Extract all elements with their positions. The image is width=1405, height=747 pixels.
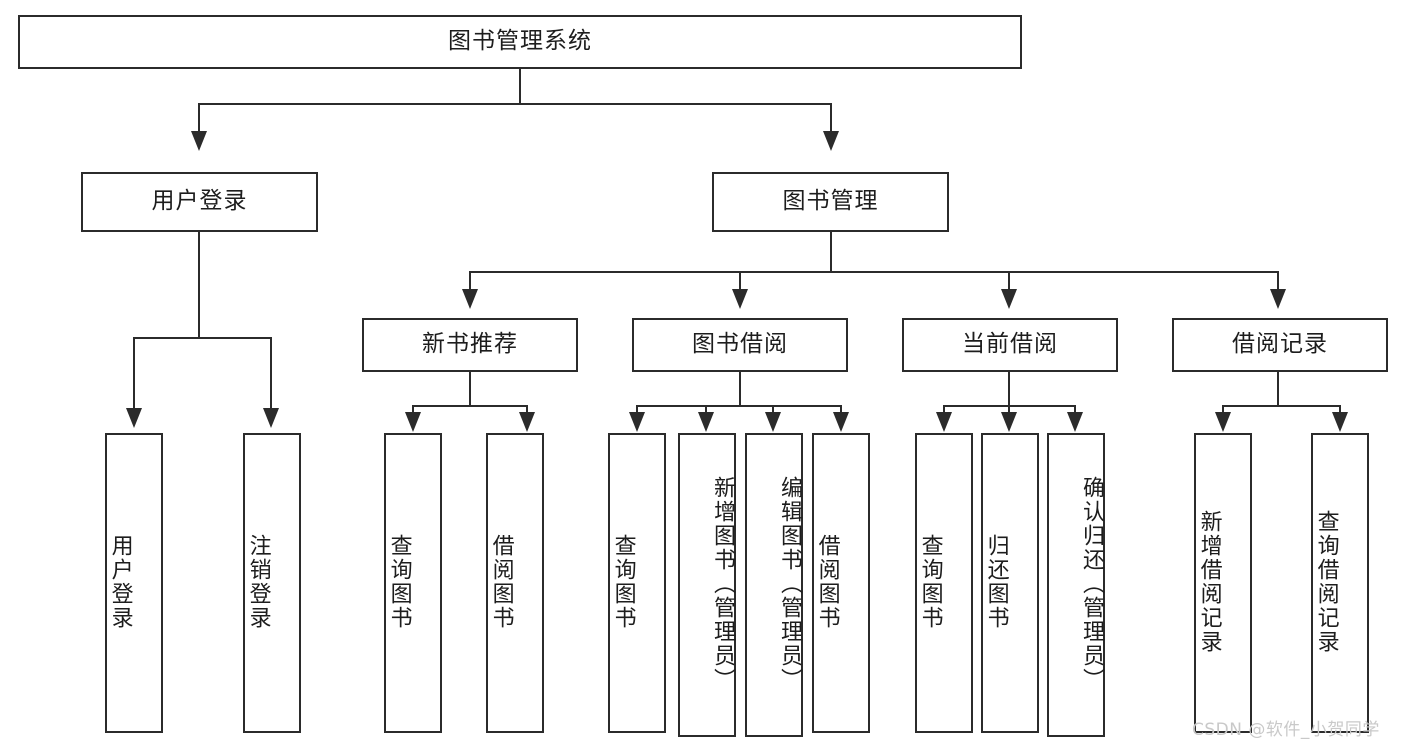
node-root-system[interactable]: 图书管理系统	[18, 15, 1022, 69]
arrow-to-leaf-user-login	[126, 408, 142, 428]
arrow-to-leaf-query-book-3	[936, 412, 952, 432]
arrow-to-leaf-query-book-2	[629, 412, 645, 432]
connector-borrow-record-bus	[1222, 405, 1341, 407]
connector-new-book-stem	[469, 372, 471, 406]
connector-book-borrow-drop-2	[705, 405, 707, 415]
arrow-to-leaf-borrow-book-1	[519, 412, 535, 432]
leaf-borrow-book-2[interactable]: 借阅图书	[812, 433, 870, 733]
connector-borrow-record-stem	[1277, 372, 1279, 406]
node-book-borrow[interactable]: 图书借阅	[632, 318, 848, 372]
leaf-edit-book[interactable]: 编辑图书（管理员）	[745, 433, 803, 737]
node-book-management[interactable]: 图书管理	[712, 172, 949, 232]
connector-book-borrow-drop-1	[636, 405, 638, 415]
leaf-query-book-2-label: 查询图书	[610, 534, 636, 630]
arrow-to-leaf-query-book-1	[405, 412, 421, 432]
leaf-query-book-3[interactable]: 查询图书	[915, 433, 973, 733]
arrow-to-user-login	[191, 131, 207, 151]
connector-level2-bus	[198, 103, 832, 105]
connector-user-login-drop-1	[133, 337, 135, 409]
leaf-query-book-3-label: 查询图书	[917, 534, 943, 630]
connector-level2-drop-user-login	[198, 103, 200, 133]
connector-root-stem	[519, 69, 521, 104]
node-borrow-record[interactable]: 借阅记录	[1172, 318, 1388, 372]
connector-book-borrow-drop-4	[840, 405, 842, 415]
connector-book-borrow-stem	[739, 372, 741, 406]
arrow-to-leaf-confirm-return	[1067, 412, 1083, 432]
leaf-user-login[interactable]: 用户登录	[105, 433, 163, 733]
arrow-to-leaf-edit-book	[765, 412, 781, 432]
arrow-to-book-management	[823, 131, 839, 151]
leaf-logout[interactable]: 注销登录	[243, 433, 301, 733]
csdn-watermark: CSDN @软件_小贺同学	[1192, 720, 1380, 740]
connector-current-borrow-stem	[1008, 372, 1010, 406]
connector-current-borrow-drop-2	[1008, 405, 1010, 415]
arrow-to-borrow-record	[1270, 289, 1286, 309]
leaf-borrow-book-2-label: 借阅图书	[814, 534, 840, 630]
arrow-to-leaf-add-book	[698, 412, 714, 432]
arrow-to-leaf-borrow-book-2	[833, 412, 849, 432]
leaf-query-record-label: 查询借阅记录	[1313, 510, 1339, 654]
connector-user-login-bus	[133, 337, 272, 339]
leaf-return-book[interactable]: 归还图书	[981, 433, 1039, 733]
connector-book-management-stem	[830, 232, 832, 272]
leaf-query-book-1[interactable]: 查询图书	[384, 433, 442, 733]
arrow-to-leaf-return-book	[1001, 412, 1017, 432]
leaf-add-record-label: 新增借阅记录	[1196, 510, 1222, 654]
node-new-book-recommend[interactable]: 新书推荐	[362, 318, 578, 372]
connector-borrow-record-drop-2	[1339, 405, 1341, 415]
connector-new-book-bus	[412, 405, 528, 407]
connector-new-book-drop-1	[412, 405, 414, 415]
leaf-logout-label: 注销登录	[245, 534, 271, 630]
connector-user-login-drop-2	[270, 337, 272, 409]
arrow-to-book-borrow	[732, 289, 748, 309]
arrow-to-new-book-recommend	[462, 289, 478, 309]
connector-book-borrow-bus	[636, 405, 841, 407]
arrow-to-leaf-query-record	[1332, 412, 1348, 432]
connector-user-login-stem	[198, 232, 200, 338]
connector-current-borrow-drop-1	[943, 405, 945, 415]
connector-level3-drop-3	[1008, 271, 1010, 291]
leaf-return-book-label: 归还图书	[983, 534, 1009, 630]
arrow-to-leaf-logout	[263, 408, 279, 428]
arrow-to-leaf-add-record	[1215, 412, 1231, 432]
leaf-add-book-label: 新增图书（管理员）	[710, 476, 735, 692]
connector-level3-drop-1	[469, 271, 471, 291]
leaf-borrow-book-1[interactable]: 借阅图书	[486, 433, 544, 733]
connector-level3-drop-2	[739, 271, 741, 291]
arrow-to-current-borrow	[1001, 289, 1017, 309]
leaf-query-book-1-label: 查询图书	[386, 534, 412, 630]
connector-level3-bus	[469, 271, 1278, 273]
leaf-add-book[interactable]: 新增图书（管理员）	[678, 433, 736, 737]
leaf-query-record[interactable]: 查询借阅记录	[1311, 433, 1369, 733]
leaf-query-book-2[interactable]: 查询图书	[608, 433, 666, 733]
leaf-borrow-book-1-label: 借阅图书	[488, 534, 514, 630]
connector-level3-drop-4	[1277, 271, 1279, 291]
leaf-edit-book-label: 编辑图书（管理员）	[777, 476, 802, 692]
leaf-confirm-return-label: 确认归还（管理员）	[1079, 476, 1104, 692]
connector-book-borrow-drop-3	[772, 405, 774, 415]
connector-borrow-record-drop-1	[1222, 405, 1224, 415]
connector-current-borrow-drop-3	[1074, 405, 1076, 415]
leaf-user-login-label: 用户登录	[107, 534, 133, 630]
connector-level2-drop-book-management	[830, 103, 832, 133]
leaf-add-record[interactable]: 新增借阅记录	[1194, 433, 1252, 733]
node-user-login[interactable]: 用户登录	[81, 172, 318, 232]
connector-new-book-drop-2	[526, 405, 528, 415]
leaf-confirm-return[interactable]: 确认归还（管理员）	[1047, 433, 1105, 737]
node-current-borrow[interactable]: 当前借阅	[902, 318, 1118, 372]
